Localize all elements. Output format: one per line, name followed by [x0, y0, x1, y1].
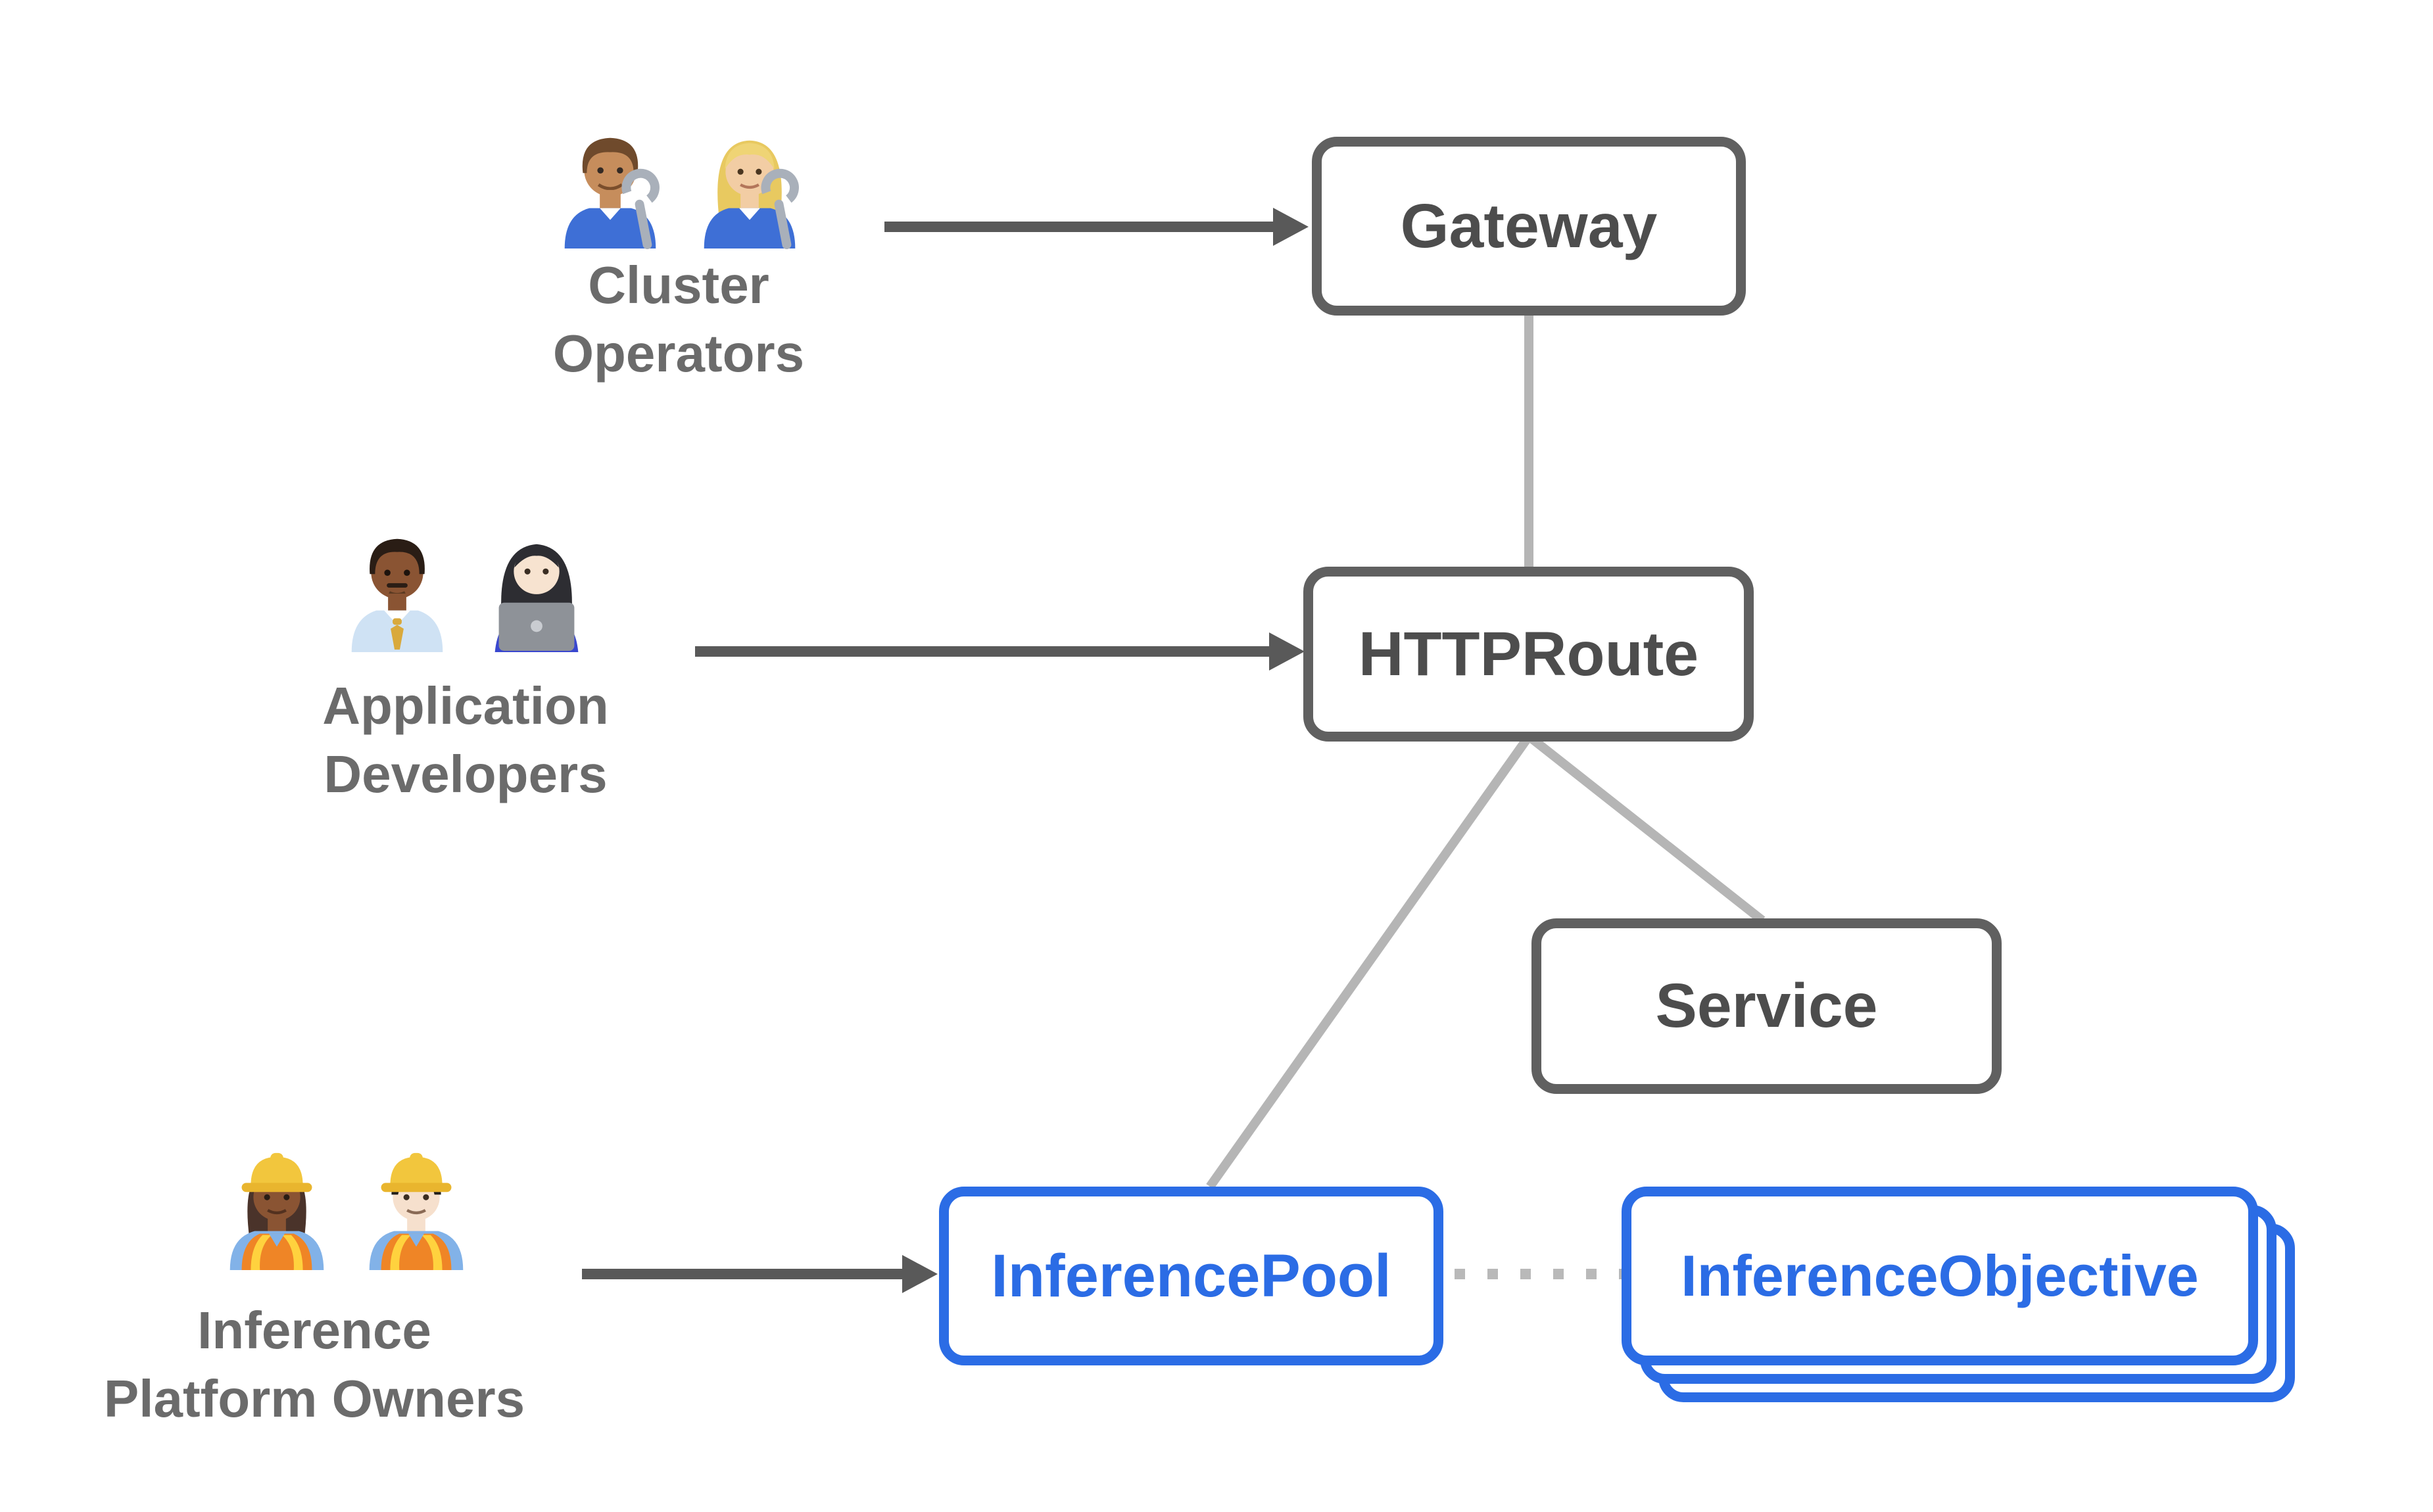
inference-platform-owners-icons [212, 1143, 481, 1273]
cluster-operators-label: Cluster Operators [552, 256, 805, 383]
application-developers-icons [332, 525, 602, 655]
node-gateway-label: Gateway [1400, 191, 1658, 261]
node-inferencepool: InferencePool [939, 1187, 1443, 1365]
woman-mechanic-icon [704, 140, 799, 250]
node-service: Service [1531, 918, 2002, 1094]
arrowhead-icon [902, 1255, 938, 1293]
node-gateway: Gateway [1312, 137, 1746, 316]
woman-technologist-icon [494, 544, 579, 653]
node-service-label: Service [1655, 971, 1878, 1041]
inference-platform-owners-label: Inference Platform Owners [103, 1301, 525, 1428]
cluster-operators-icons [545, 121, 815, 251]
man-mechanic-icon [564, 137, 660, 250]
arrow-platform-owners-inferencepool [582, 1255, 938, 1293]
man-construction-worker-icon [369, 1152, 464, 1271]
arrowhead-icon [1273, 208, 1309, 246]
node-httproute: HTTPRoute [1303, 567, 1754, 742]
node-httproute-label: HTTPRoute [1358, 619, 1699, 689]
application-developers-label: Application Developers [322, 676, 609, 803]
man-office-worker-icon [351, 538, 443, 653]
node-inferencepool-label: InferencePool [991, 1242, 1391, 1310]
arrow-cluster-operators-gateway [884, 208, 1309, 246]
node-inferenceobjective: InferenceObjective [1622, 1187, 2258, 1365]
node-inferenceobjective-label: InferenceObjective [1681, 1243, 2199, 1308]
edge-httproute-service [1526, 732, 1766, 924]
arrowhead-icon [1269, 632, 1305, 671]
arrow-application-developers-httproute [695, 632, 1305, 671]
edge-httproute-inferencepool [1206, 733, 1533, 1190]
woman-construction-worker-icon [229, 1152, 324, 1271]
